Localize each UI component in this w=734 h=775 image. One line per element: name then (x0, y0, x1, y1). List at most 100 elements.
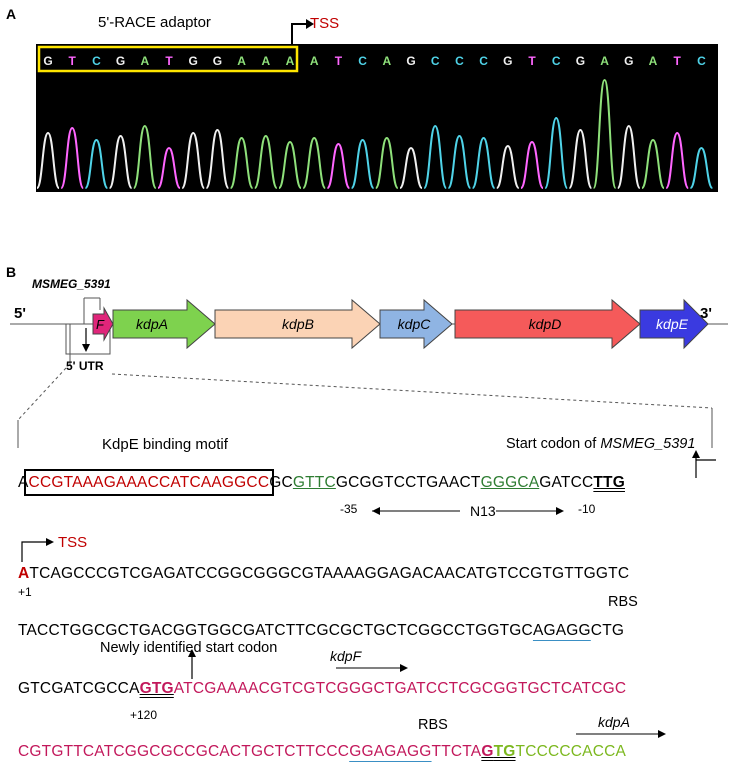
seq1-a: A (18, 474, 29, 491)
start-codon-gene: MSMEG_5391 (600, 436, 696, 452)
base-call-4: A (140, 54, 149, 68)
seq-line-4: GTCGATCGCCAGTGATCGAAAACGTCGTCGGGCTGATCCT… (18, 680, 626, 698)
three-prime-label: 3' (700, 305, 712, 322)
start-codon-prefix: Start codon of (506, 436, 601, 452)
peak-23 (592, 78, 617, 189)
gene-arrow-kdpD (454, 298, 641, 350)
seq3-post: CTG (590, 622, 625, 639)
base-call-22: G (576, 54, 585, 68)
seq5-kdpa: TCCCCCACCA (515, 743, 627, 760)
peak-6 (181, 131, 206, 189)
n13-spacer-arrows (372, 507, 564, 515)
base-call-18: C (479, 54, 488, 68)
peak-15 (399, 146, 423, 189)
base-call-21: C (552, 54, 561, 68)
box-35-seq: GTTC (292, 474, 336, 491)
gene-arrow-kdpE (639, 298, 709, 350)
peak-22 (568, 128, 593, 189)
rbs-label-1: RBS (608, 594, 638, 610)
new-start-codon-label: Newly identified start codon (100, 640, 278, 656)
gene-label-kdpF: F (96, 317, 105, 332)
tss-base: A (18, 565, 30, 582)
peak-1 (60, 126, 85, 189)
base-call-1: T (69, 54, 77, 68)
box-35-label: -35 (340, 502, 358, 516)
base-call-20: T (528, 54, 536, 68)
gtg-kdpa-start: GTG (481, 743, 515, 760)
peak-18 (471, 136, 496, 189)
utr-bracket (65, 324, 111, 355)
seq4-pre: GTCGATCGCCA (18, 680, 140, 697)
base-call-9: A (261, 54, 270, 68)
base-call-15: G (406, 54, 415, 68)
gene-arrow-kdpB (214, 298, 381, 350)
base-call-6: G (189, 54, 198, 68)
seq2-rest: TCAGCCCGTCGAGATCCGGCGGGCGTAAAAGGAGACAACA… (29, 565, 630, 582)
base-call-14: A (382, 54, 391, 68)
seq4-kdpf: ATCGAAAACGTCGTCGGGCTGATCCTCGCGGTGCTCATCG… (173, 680, 627, 697)
base-call-8: A (237, 54, 246, 68)
base-call-26: T (674, 54, 682, 68)
gene-label-kdpA: kdpA (136, 316, 168, 332)
kdpa-arrow (576, 730, 666, 738)
seq5-pre: CGTGTTCATCGGCGCCGCACTGCTCTTCCC (18, 743, 350, 760)
base-call-5: T (165, 54, 173, 68)
panel-a-label: A (6, 6, 17, 22)
gene-arrow-kdpC (379, 298, 453, 350)
base-call-23: A (600, 54, 609, 68)
tss-label-b: TSS (58, 534, 88, 551)
gene-label-kdpB: kdpB (282, 316, 314, 332)
kdpf-label: kdpF (330, 648, 362, 664)
race-adaptor-label: 5'-RACE adaptor (98, 14, 211, 31)
msmeg-label: MSMEG_5391 (32, 277, 111, 291)
utr-label: 5' UTR (66, 359, 104, 373)
tss-arrow-a-head (306, 19, 314, 29)
kdpe-motif-seq: CCGTAAAGAAACCATCAAGGCC (23, 469, 275, 496)
peak-20 (520, 140, 544, 189)
gene-arrow-kdpA (112, 298, 216, 350)
base-call-7: G (213, 54, 222, 68)
peak-27 (689, 146, 714, 189)
tss-label-a: TSS (310, 15, 340, 32)
base-call-12: T (335, 54, 343, 68)
peak-2 (84, 138, 109, 189)
box-10-seq: GGGCA (480, 474, 540, 491)
peak-4 (132, 124, 157, 189)
start-codon-arrow (692, 450, 716, 478)
peak-19 (495, 144, 520, 189)
peak-14 (374, 136, 399, 189)
gene-map: 5' 3' MSMEG_5391 5' UTR F kdpA kdpB kdpC… (10, 277, 728, 448)
msmeg-bracket (69, 297, 101, 366)
five-prime-label: 5' (14, 305, 26, 322)
peak-9 (253, 134, 278, 189)
adaptor-highlight-box (37, 45, 299, 73)
ttg-start-codon: TTG (593, 474, 625, 491)
gtg-new-start-codon: GTG (139, 680, 174, 697)
kdpe-motif-label: KdpE binding motif (102, 436, 228, 453)
kdpf-arrow (336, 664, 408, 672)
tss-arrow-b (21, 538, 54, 562)
seq1-gatcc: GATCC (539, 474, 594, 491)
n13-label: N13 (470, 503, 496, 519)
seq5-mid: TTCTA (431, 743, 482, 760)
base-call-11: A (310, 54, 319, 68)
base-call-17: C (455, 54, 464, 68)
rbs-seq-2: GGAGAGG (349, 743, 432, 760)
gene-label-kdpD: kdpD (529, 316, 562, 332)
panel-b-label: B (6, 264, 17, 280)
plus120-label: +120 (130, 708, 158, 722)
peak-26 (665, 131, 690, 189)
utr-arrow-head (82, 344, 90, 352)
base-call-19: G (503, 54, 512, 68)
gtg-first-base: G (481, 743, 494, 760)
seq1-gc: GC (269, 474, 293, 491)
seq-line-2: ATCAGCCCGTCGAGATCCGGCGGGCGTAAAAGGAGACAAC… (18, 565, 629, 583)
seq-line-3: TACCTGGCGCTGACGGTGGCGATCTTCGCGCTGCTCGGCC… (18, 622, 624, 640)
new-start-codon-arrow (188, 649, 196, 679)
rbs-seq-1: AGAGG (532, 622, 591, 639)
base-call-2: C (92, 54, 101, 68)
base-call-3: G (116, 54, 125, 68)
peak-7 (205, 128, 230, 189)
peak-17 (447, 134, 472, 189)
